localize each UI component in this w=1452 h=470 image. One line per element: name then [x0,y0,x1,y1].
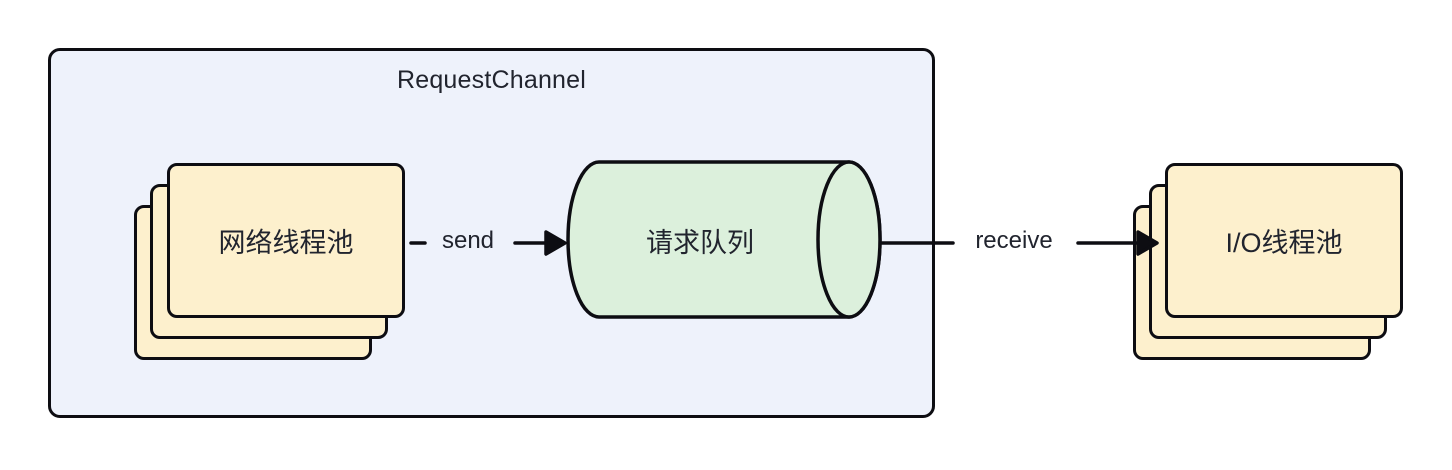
receive-edge-label: receive [975,227,1053,254]
request-channel-title: RequestChannel [396,66,587,94]
network-pool-card-front: 网络线程池 [167,163,405,318]
network-pool-label: 网络线程池 [218,228,354,258]
io-pool-label: I/O线程池 [1225,228,1343,258]
request-queue-label: 请求队列 [646,227,754,258]
send-edge-label: send [441,227,495,254]
io-pool-card-front: I/O线程池 [1165,163,1403,318]
